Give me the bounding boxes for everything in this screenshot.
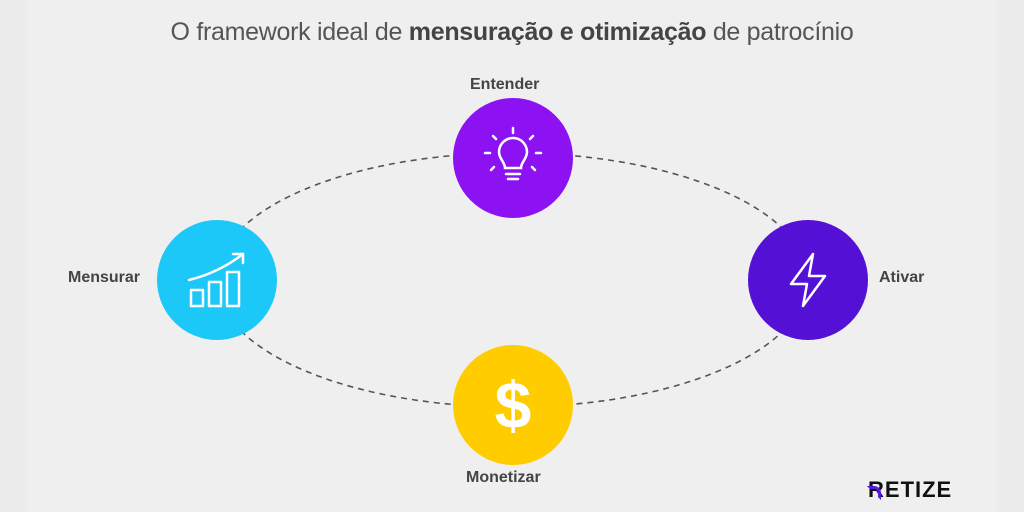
label-monetizar: Monetizar bbox=[466, 469, 541, 486]
dollar-icon: $ bbox=[494, 368, 532, 442]
node-entender bbox=[453, 98, 573, 218]
node-monetizar: $ bbox=[453, 345, 573, 465]
node-mensurar bbox=[157, 220, 277, 340]
label-ativar: Ativar bbox=[879, 269, 925, 286]
retize-logo: RETIZE bbox=[868, 477, 953, 502]
node-ativar bbox=[748, 220, 868, 340]
label-entender: Entender bbox=[470, 76, 540, 93]
bar-chart-growth-icon bbox=[187, 252, 245, 308]
label-mensurar: Mensurar bbox=[68, 269, 141, 286]
lightbulb-icon bbox=[483, 126, 543, 181]
lightning-icon bbox=[789, 252, 827, 308]
page-title: O framework ideal de mensuração e otimiz… bbox=[170, 18, 854, 46]
